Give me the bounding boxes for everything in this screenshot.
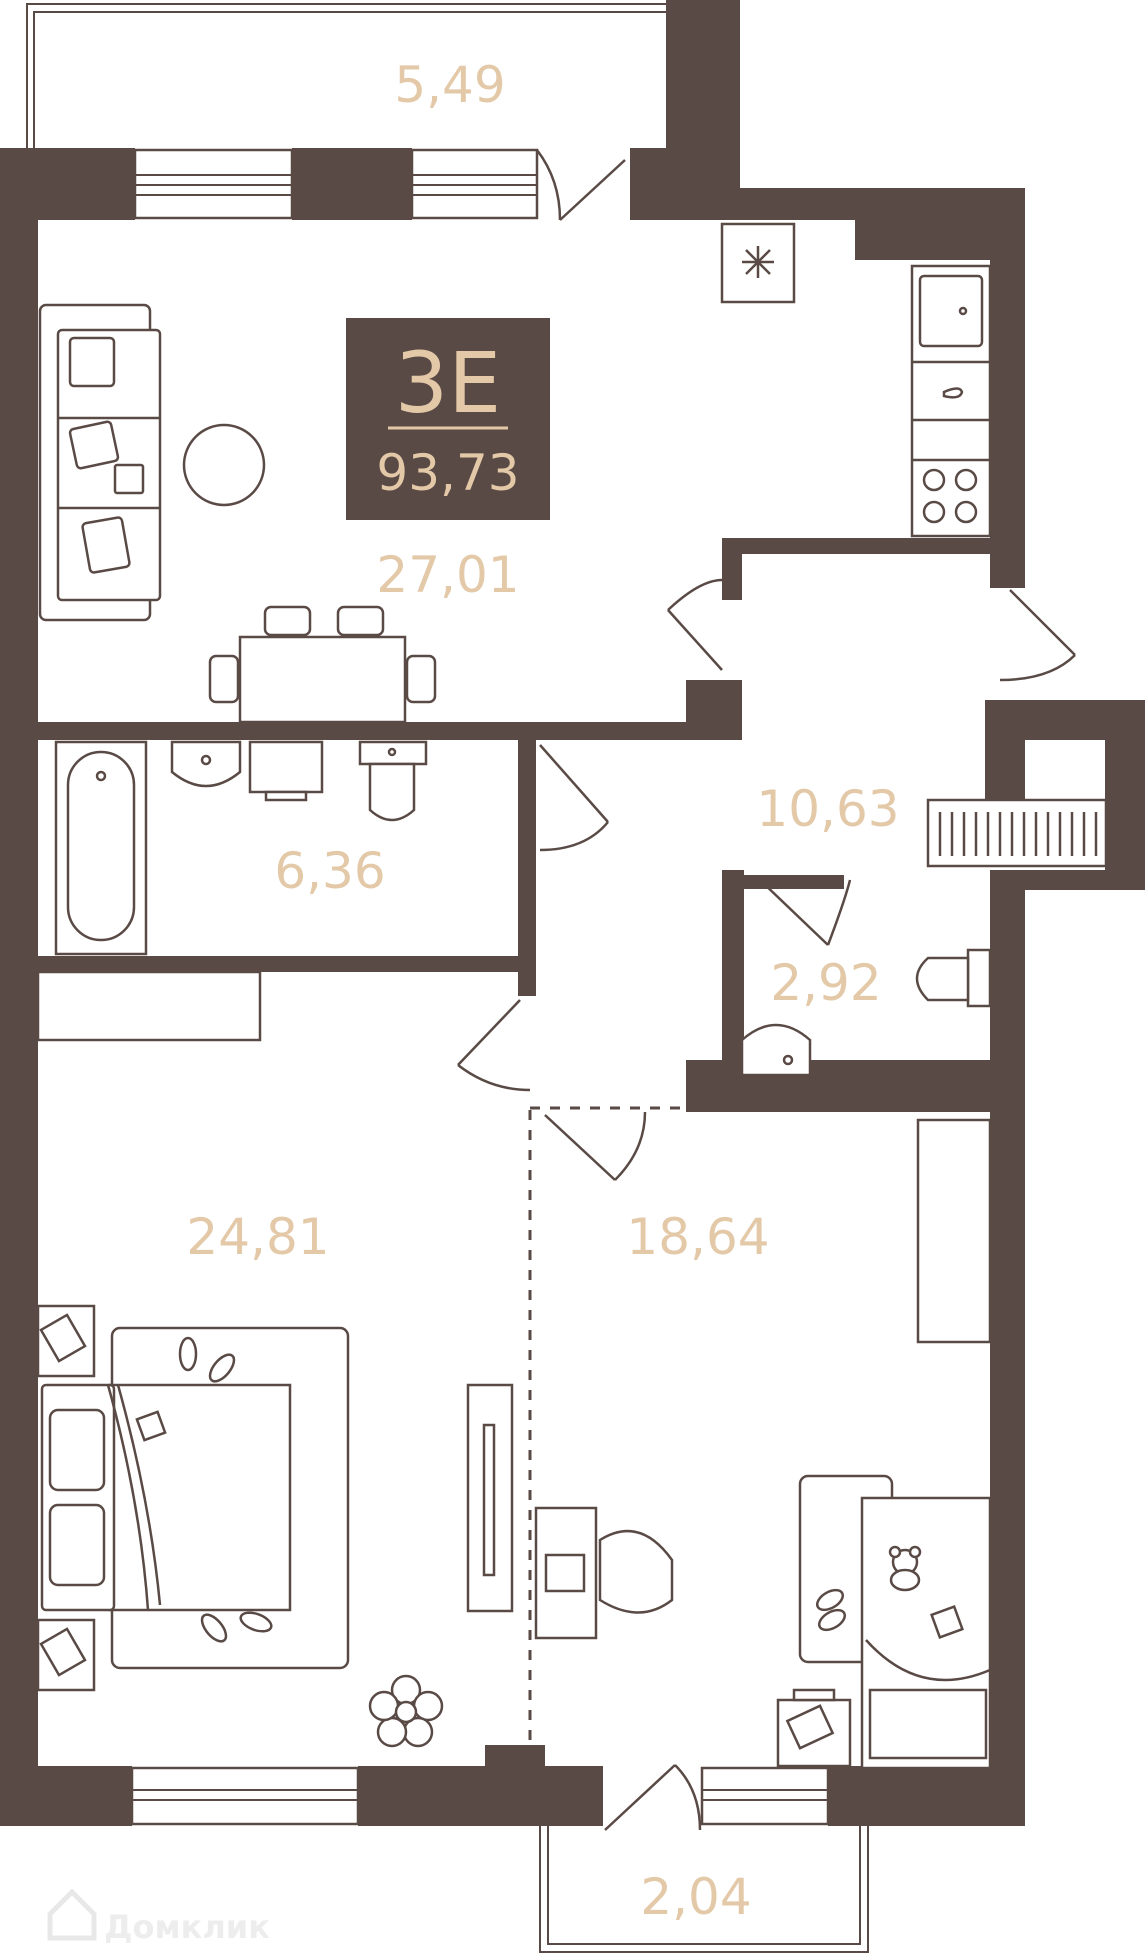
nightstand-top: [36, 1304, 96, 1378]
kids-wardrobe: [916, 1118, 992, 1344]
room-area-wc: 2,92: [770, 954, 881, 1012]
room-area-kitchen-living: 27,01: [376, 546, 519, 604]
window-top-left: [133, 148, 294, 220]
walls: [0, 0, 1145, 1826]
toilet: [358, 740, 428, 822]
door-balcony-top: [536, 149, 626, 221]
kitchen-unit: [720, 222, 992, 538]
room-area-balcony-bottom: 2,04: [640, 1868, 751, 1926]
balcony-bottom-outline: [539, 1770, 869, 1953]
door-entrance: [999, 589, 1076, 682]
room-area-hall: 10,63: [756, 780, 899, 838]
wc-toilet: [915, 948, 992, 1008]
watermark-text: Домклик: [104, 1908, 270, 1946]
window-top-right: [410, 148, 539, 220]
toy-chest: [776, 1688, 852, 1768]
watermark: Домклик: [47, 1888, 270, 1946]
window-bottom-left: [130, 1766, 360, 1826]
door-wc: [759, 879, 852, 946]
bathtub: [54, 740, 148, 956]
unit-badge: 3Е 93,73: [346, 318, 550, 520]
bathroom-sink: [170, 740, 242, 788]
washing-machine: [248, 740, 324, 802]
flower-icon: [368, 1674, 444, 1748]
coffee-table: [182, 423, 266, 507]
wardrobe: [36, 970, 262, 1042]
room-area-bathroom: 6,36: [274, 842, 385, 900]
teddy-bear-icon: [888, 1545, 922, 1592]
dining-table: [208, 605, 437, 724]
unit-total-area: 93,73: [376, 444, 519, 502]
door-bathroom: [539, 744, 609, 852]
room-area-kids-room: 18,64: [626, 1208, 769, 1266]
unit-code: 3Е: [395, 334, 502, 432]
fan-icon: [742, 246, 774, 278]
kids-slippers: [815, 1588, 847, 1632]
nightstand-bottom: [36, 1618, 96, 1692]
shoe-rack: [926, 798, 1108, 868]
tv-unit: [466, 1383, 514, 1613]
door-balcony-bottom: [604, 1764, 702, 1831]
sofa: [38, 303, 162, 622]
door-bedroom: [457, 999, 531, 1092]
door-kitchen-hall: [667, 578, 723, 671]
slippers-icon: [178, 1336, 273, 1643]
wc-sink: [740, 1023, 812, 1077]
bed: [40, 1326, 350, 1670]
room-area-balcony-top: 5,49: [394, 56, 505, 114]
desk: [534, 1506, 674, 1640]
domclick-logo-icon: [47, 1888, 97, 1941]
room-area-bedroom: 24,81: [186, 1208, 329, 1266]
window-bottom-right: [700, 1766, 830, 1826]
sink-icon: [918, 274, 984, 348]
balcony-top-outline: [26, 3, 670, 150]
stove-icon: [922, 468, 978, 524]
door-kids-room: [544, 1111, 647, 1181]
